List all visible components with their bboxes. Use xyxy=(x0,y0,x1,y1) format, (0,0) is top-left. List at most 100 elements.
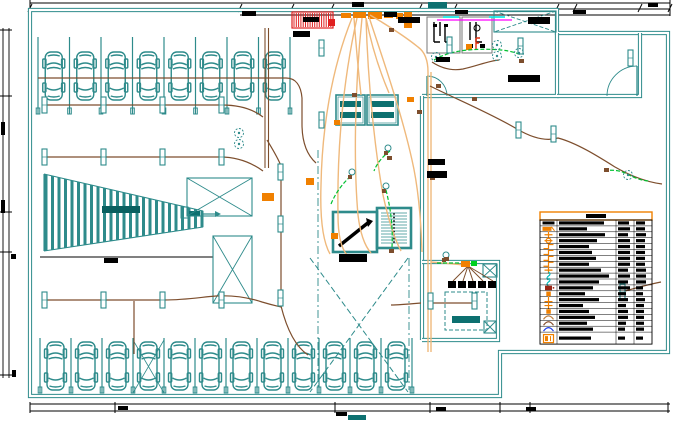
text-blob xyxy=(427,171,447,178)
wire-junction xyxy=(389,249,394,253)
text-blob xyxy=(573,10,586,14)
text-blob xyxy=(1,200,5,213)
wheel-stop xyxy=(67,107,72,115)
legend-unit-blob xyxy=(636,256,645,260)
cabinet-bar xyxy=(371,101,394,107)
legend-symbol xyxy=(544,296,553,303)
legend-qty-blob xyxy=(618,309,628,314)
branch-circuit-brown xyxy=(38,77,317,164)
interior-wall xyxy=(422,33,560,99)
car-icon xyxy=(105,341,130,391)
exhaust-fan xyxy=(492,51,502,61)
text-blob xyxy=(398,17,420,23)
wheel-stop xyxy=(37,386,43,394)
text-blob xyxy=(336,412,347,416)
legend-row xyxy=(545,285,643,291)
crossed-stall-mark xyxy=(132,339,165,394)
feeder-cable-tan xyxy=(354,17,372,254)
car-icon xyxy=(74,341,99,391)
shaft-box xyxy=(212,235,253,304)
legend-desc-blob xyxy=(559,244,589,249)
wire-junction xyxy=(436,84,441,88)
wire-junction xyxy=(389,28,394,32)
feeder-cable-tan xyxy=(353,17,362,96)
legend-qty-blob xyxy=(618,250,630,255)
branch-circuit-brown xyxy=(280,305,309,356)
feeder-riser-block xyxy=(368,12,382,19)
transformer-cabinet xyxy=(335,94,366,126)
exhaust-fan xyxy=(623,170,633,180)
legend-desc-blob xyxy=(559,303,583,308)
shaft-box xyxy=(186,177,253,217)
text-blob xyxy=(12,370,16,377)
distribution-box xyxy=(488,281,496,288)
legend-desc-blob xyxy=(559,233,605,237)
car-icon xyxy=(198,341,223,391)
legend-unit-blob xyxy=(636,280,646,284)
one-line-glyph xyxy=(473,24,481,32)
text-blob xyxy=(242,11,256,16)
junction-box xyxy=(466,44,472,50)
interior-wall xyxy=(422,260,500,342)
legend-unit-blob xyxy=(636,227,645,231)
distribution-box xyxy=(458,281,466,288)
legend-row xyxy=(542,334,643,344)
legend-row xyxy=(543,255,645,261)
car-icon xyxy=(322,341,347,391)
switchgear-panel xyxy=(426,16,461,54)
ramp-label-blob xyxy=(102,206,140,213)
legend-desc-blob xyxy=(559,280,599,284)
tread-dot xyxy=(393,227,395,229)
legend-symbol xyxy=(542,226,552,231)
legend-title-blob xyxy=(586,214,606,218)
shaft-x-mark xyxy=(186,177,253,217)
exhaust-fan xyxy=(492,40,502,50)
legend-row xyxy=(544,231,646,239)
panel-feeder-fan xyxy=(467,265,494,282)
legend-unit-blob xyxy=(636,262,645,266)
legend-desc-blob xyxy=(559,286,593,290)
wheel-stop xyxy=(347,386,353,394)
legend-unit-blob xyxy=(636,321,644,325)
legend-row xyxy=(543,327,644,332)
exhaust-fan xyxy=(234,128,244,138)
teal-text-blob xyxy=(348,415,366,420)
legend-desc-blob xyxy=(559,298,599,302)
cabinet-bar xyxy=(340,101,361,107)
electrical-equipment xyxy=(291,11,512,126)
light-base xyxy=(382,189,386,193)
car-icon xyxy=(43,341,68,391)
legend-row xyxy=(546,309,644,314)
tread-dot xyxy=(393,213,395,215)
feeder-cable-tan xyxy=(369,14,429,73)
branch-circuit-brown xyxy=(44,156,264,172)
exhaust-fan xyxy=(514,48,524,58)
car-icon xyxy=(136,51,161,101)
feeder-cable-tan xyxy=(365,17,390,94)
legend-unit-blob xyxy=(636,298,645,302)
legend-symbol xyxy=(542,334,555,344)
entrance-ramp xyxy=(43,173,221,252)
one-line-glyph xyxy=(480,44,485,48)
legend-symbol xyxy=(543,261,554,267)
text-blob xyxy=(352,2,364,7)
legend-desc-blob xyxy=(559,239,597,243)
wheel-stop xyxy=(409,386,415,394)
feeder-riser-block xyxy=(341,13,351,18)
legend-desc-blob xyxy=(559,321,587,325)
legend-row xyxy=(544,237,645,244)
switchgear-panel xyxy=(461,16,493,54)
legend-row xyxy=(542,221,645,225)
legend-qty-blob xyxy=(618,262,630,266)
text-blob xyxy=(11,254,16,259)
one-line-glyph xyxy=(433,22,450,43)
branch-circuit-brown xyxy=(266,139,282,167)
interior-wall xyxy=(557,33,642,98)
cabinet-inner xyxy=(337,96,364,124)
panel-feeder-fan xyxy=(462,265,469,282)
emergency-circuit-green xyxy=(433,48,522,61)
legend-row xyxy=(542,226,645,232)
legend-desc-blob xyxy=(559,250,592,255)
legend-qty-blob xyxy=(618,336,625,340)
